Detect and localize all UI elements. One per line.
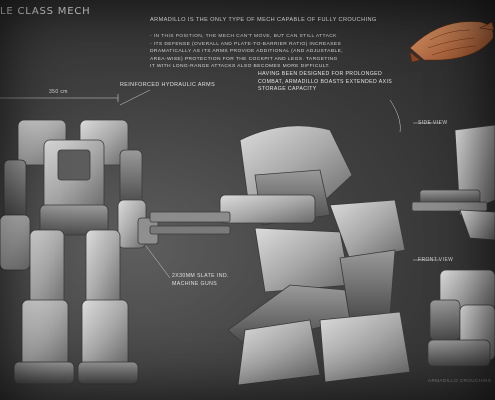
note-line: IT WITH LONG-RANGE ATTACKS ALSO BECOMES … (150, 64, 331, 69)
armadillo-creature-illustration (409, 21, 495, 63)
annotation-line: COMBAT, ARMADILLO BOASTS EXTENDED AXIS (258, 78, 393, 85)
headline-text: ARMADILLO IS THE ONLY TYPE OF MECH CAPAB… (150, 17, 377, 23)
storage-annotation: HAVING BEEN DESIGNED FOR PROLONGED COMBA… (258, 71, 393, 94)
faint-caption: ARMADILLO CROUCHING (428, 378, 492, 383)
note-line: AREA-WISE) PROTECTION FOR THE COCKPIT AN… (150, 56, 338, 62)
guns-label-line: 2X30MM SLATE IND. (172, 273, 229, 279)
note-line: DRAMATICALLY AS ITS ARMS PROVIDE ADDITIO… (150, 49, 344, 54)
crouching-mech (149, 125, 411, 386)
note-line: - IN THIS POSITION, THE MECH CAN'T MOVE,… (150, 34, 337, 39)
note-line: - ITS DEFENSE (OVERALL AND PLATE-TO-BARR… (150, 41, 342, 47)
front-view-label: FRONT VIEW (418, 257, 454, 263)
dimension-label: 350 cm (49, 89, 68, 95)
arms-label: REINFORCED HYDRAULIC ARMS (120, 82, 216, 88)
side-view-label: SIDE VIEW (418, 120, 448, 126)
guns-label: 2X30MM SLATE IND. MACHINE GUNS (172, 273, 229, 288)
dimension-line (0, 94, 119, 102)
sheet-title: LE CLASS MECH (0, 6, 91, 17)
guns-label-line: MACHINE GUNS (172, 280, 218, 287)
design-notes: - IN THIS POSITION, THE MECH CAN'T MOVE,… (150, 33, 380, 71)
annotation-line: HAVING BEEN DESIGNED FOR PROLONGED (258, 71, 383, 77)
front-view-mech (427, 269, 495, 367)
side-view-mech (411, 124, 495, 241)
front-mech (0, 119, 159, 385)
annotation-line: STORAGE CAPACITY (258, 86, 317, 93)
